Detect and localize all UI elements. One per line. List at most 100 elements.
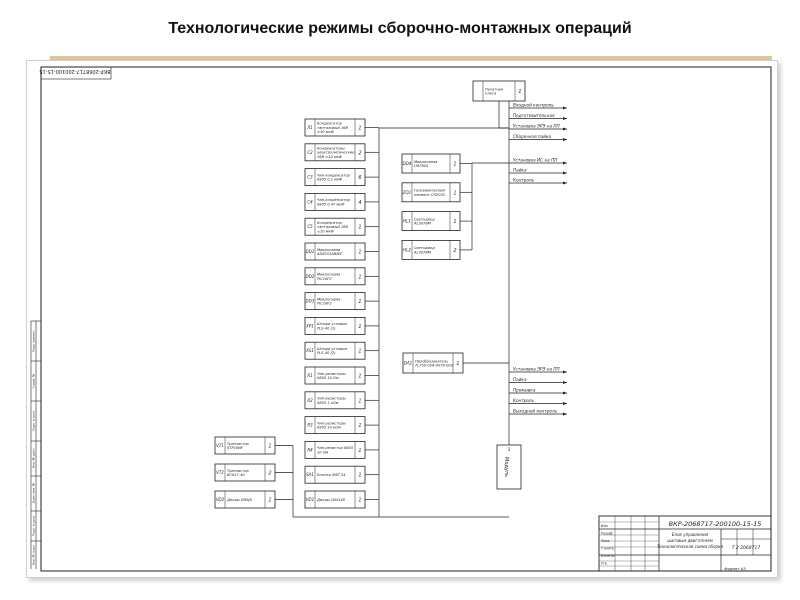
source-name: Конденсатор xyxy=(317,221,343,225)
source-code: DD4 xyxy=(403,161,412,166)
source-qty: 1 xyxy=(358,423,361,429)
source-name: Чип-конденсатор xyxy=(317,173,351,177)
source-code: R1 xyxy=(307,373,312,378)
source-name: танталовый 16В xyxy=(317,225,348,229)
operation-op-8: Установка ЭРЭ на ПП xyxy=(513,367,561,372)
operation-op-11: Контроль xyxy=(513,398,535,403)
slide-title: Технологические режимы сборочно-монтажны… xyxy=(168,20,632,37)
source-code: VT1 xyxy=(216,443,224,448)
source-name: LM7805 xyxy=(414,164,429,168)
assembly-module-label: Модуль xyxy=(503,457,509,477)
source-code: Л1 xyxy=(306,125,313,130)
source-name: плата xyxy=(485,92,496,96)
source-name: AL307BM xyxy=(413,250,431,254)
source-name: 16В ±10 мкФ xyxy=(317,155,342,159)
drawing-frame xyxy=(40,66,772,572)
source-code: VT2 xyxy=(216,470,224,475)
source-name: 0805 10 кОм xyxy=(317,426,341,430)
source-name: ±10 мкФ xyxy=(317,130,334,134)
source-code: R3 xyxy=(307,423,313,428)
source-name: 10 Ом xyxy=(317,450,329,454)
source-code: DD2 xyxy=(306,274,315,279)
source-name: Транзистор xyxy=(227,469,250,473)
source-name: PIC18F2 xyxy=(317,302,332,306)
title-block-name-1: Блок управления xyxy=(672,532,709,537)
title-block-doc-number: ВКР-2068717-200100-15-15 xyxy=(669,520,762,528)
source-name: PIC18F2 xyxy=(317,277,332,281)
title-block-role: Утв. xyxy=(601,562,608,566)
assembly-module-box xyxy=(496,444,522,490)
source-code: DD1 xyxy=(306,249,315,254)
operation-op-1: Входной контроль xyxy=(513,103,554,108)
source-name: Микросхема xyxy=(317,297,340,301)
source-qty: 4 xyxy=(358,200,361,206)
side-margin-label: Инв. № подл. xyxy=(32,545,36,566)
source-code: С3 xyxy=(307,175,313,180)
source-name: Микросхема xyxy=(414,160,437,164)
source-code: R4 xyxy=(307,447,313,452)
operation-op-4: Сборочная пайка xyxy=(513,134,551,139)
source-name: Чип-резистор 0805 xyxy=(317,446,354,450)
title-block-role: Разраб. xyxy=(601,532,614,536)
operation-op-3: Установка ЭРЭ на ПП xyxy=(513,124,561,129)
source-name: Диоды SMAJ5 xyxy=(226,498,253,502)
title-block-role: Изм. xyxy=(601,524,609,528)
source-qty: 1 xyxy=(453,162,456,168)
source-qty: 1 xyxy=(358,398,361,404)
source-name: Кнопка SWT-34 xyxy=(317,473,346,477)
source-name: STP16NF xyxy=(227,446,244,450)
source-name: TL750-02A-0078-002 xyxy=(415,364,454,368)
operation-op-9: Пайка xyxy=(513,377,527,382)
source-qty: 6 xyxy=(358,175,361,181)
source-qty: 1 xyxy=(453,219,456,225)
source-qty: 1 xyxy=(358,374,361,380)
source-name: Чип-резисторы xyxy=(317,421,346,425)
source-name: Преобразователь xyxy=(415,359,448,363)
source-qty: 1 xyxy=(453,190,456,196)
source-code: С2 xyxy=(307,150,313,155)
connection-lines xyxy=(275,101,510,518)
operation-op-5: Установка ИС на ПП xyxy=(513,158,558,163)
source-name: Микросхема xyxy=(317,248,340,252)
source-name: Гальванический xyxy=(414,189,445,193)
operation-op-12: Выходной контроль xyxy=(513,409,558,414)
source-qty: 1 xyxy=(358,448,361,454)
source-code: DD3 xyxy=(306,299,315,304)
operation-op-6: Пайка xyxy=(513,168,527,173)
source-name: BC817-40 xyxy=(227,473,245,477)
source-qty: 1 xyxy=(518,89,521,95)
source-name: Конденсаторы xyxy=(317,147,345,151)
source-qty: 1 xyxy=(358,274,361,280)
title-divider xyxy=(50,56,772,60)
source-name: Штыри угловые xyxy=(317,322,348,326)
source-code: VD2 xyxy=(216,497,225,502)
title-block-name-3: Технологическая схема сборки xyxy=(657,544,723,549)
source-qty: 2 xyxy=(358,150,361,156)
source-name: Конденсатор xyxy=(317,122,343,126)
source-qty: 1 xyxy=(358,498,361,504)
source-qty: 1 xyxy=(268,444,271,450)
source-name: Диоды 1N4148 xyxy=(316,498,346,502)
title-block-name-2: шаговым двигателем xyxy=(667,538,713,543)
title-block-role: Н.контр. xyxy=(601,554,615,558)
source-name: PLS-40 (2) xyxy=(317,351,336,355)
source-qty: 1 xyxy=(358,250,361,256)
side-margin-label: Подп. и дата xyxy=(32,516,36,537)
source-name: ±10 мкФ xyxy=(317,229,334,233)
source-name: электролитические xyxy=(317,151,355,155)
